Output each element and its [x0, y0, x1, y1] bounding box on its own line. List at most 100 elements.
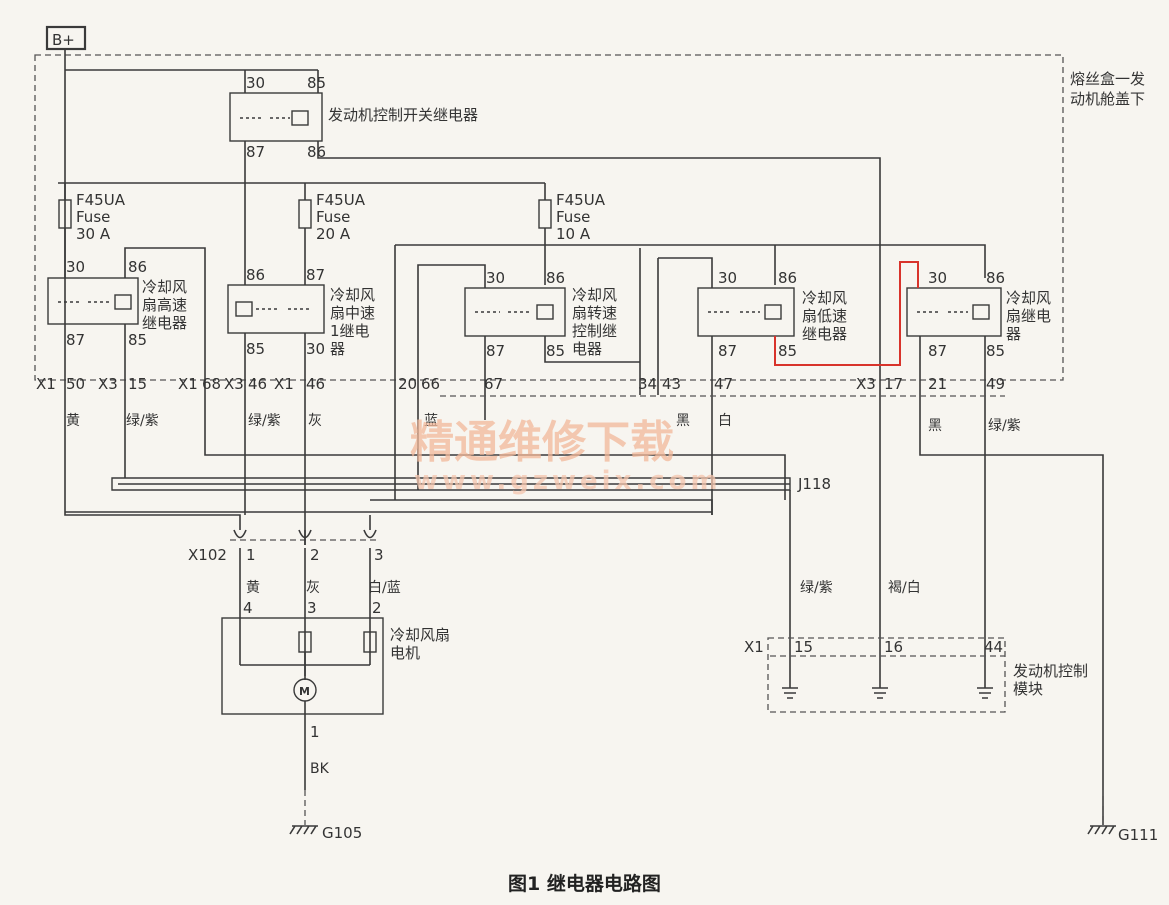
relay-3-pin-87: 87 [486, 342, 505, 360]
ecm-connector: X1 [744, 638, 764, 656]
watermark-url: www.gzweix.com [414, 466, 722, 496]
figure-caption: 图1 继电器电路图 [508, 872, 661, 895]
relay-5-30-red-wire [880, 261, 919, 366]
svg-text:20: 20 [398, 375, 417, 393]
relay-5-pin-86: 86 [986, 269, 1005, 287]
ground-g111-label: G111 [1118, 826, 1158, 844]
relay-3-label-d: 电器 [572, 340, 602, 358]
svg-text:21: 21 [928, 375, 947, 393]
x102-pin-3: 3 [374, 546, 384, 564]
svg-text:46: 46 [248, 375, 267, 393]
ground-g105-icon [289, 825, 318, 835]
ecm-label-b: 模块 [1013, 680, 1043, 698]
battery-feed [64, 49, 319, 512]
x102-pin-1: 1 [246, 546, 256, 564]
fuse-2-rating: 20 A [316, 225, 351, 243]
connector-row: X1 50 X3 15 X1 68 X3 46 X1 46 20 66 67 3… [36, 375, 1005, 393]
ecm-ground-2-icon [872, 680, 888, 699]
fuse-1-rating: 30 A [76, 225, 111, 243]
svg-text:67: 67 [484, 375, 503, 393]
svg-text:68: 68 [202, 375, 221, 393]
relay-3-label-b: 扇转速 [572, 304, 617, 322]
x102-wire-1: 黄 [246, 579, 260, 596]
relay-1-pin-86: 86 [128, 258, 147, 276]
relay-1-label-a: 冷却风 [142, 278, 187, 296]
fuse-3-name: F45UA [556, 191, 606, 209]
svg-text:黄: 黄 [66, 412, 80, 429]
ecm-pin-15: 15 [794, 638, 813, 656]
svg-text:灰: 灰 [308, 413, 322, 429]
fuse-2-type: Fuse [316, 208, 350, 226]
svg-text:46: 46 [306, 375, 325, 393]
fuse-outputs [64, 228, 986, 285]
svg-text:X1: X1 [178, 375, 198, 393]
motor-ground-pin: 1 [310, 723, 320, 741]
relay-4-label-c: 继电器 [802, 325, 847, 343]
wire-color-labels: 黄 绿/紫 绿/紫 灰 蓝 黑 白 黑 绿/紫 [66, 412, 1021, 434]
relay-4-label-b: 扇低速 [802, 307, 847, 325]
ecm-ground-3-icon [977, 680, 993, 699]
relay-3-pin-85: 85 [546, 342, 565, 360]
relay-4-pin-85: 85 [778, 342, 797, 360]
svg-text:66: 66 [421, 375, 440, 393]
relay-high-speed-box [47, 277, 139, 325]
relay-4-label-a: 冷却风 [802, 289, 847, 307]
ecm-ground-1-icon [782, 660, 798, 699]
relay-5-pin-30: 30 [928, 269, 947, 287]
fuse-bus [58, 141, 546, 200]
watermark-text: 精通维修下载 [410, 417, 674, 468]
svg-text:17: 17 [884, 375, 903, 393]
svg-text:43: 43 [662, 375, 681, 393]
svg-text:M: M [299, 685, 310, 698]
x102-wire-3: 白/蓝 [368, 580, 401, 596]
ecm-wire-2: 褐/白 [888, 580, 921, 596]
main-relay-box [229, 92, 323, 142]
ecm-pin-44: 44 [984, 638, 1003, 656]
fusebox-label-2: 动机舱盖下 [1070, 90, 1145, 108]
relay-fan-box [906, 287, 1002, 337]
relay-1-pin-30: 30 [66, 258, 85, 276]
motor-label-a: 冷却风扇 [390, 626, 450, 644]
relay-2-pin-86: 86 [246, 266, 265, 284]
svg-text:X3: X3 [98, 375, 118, 393]
x102-label: X102 [188, 546, 227, 564]
relay-3-pin-30: 30 [486, 269, 505, 287]
relay-1-pin-87: 87 [66, 331, 85, 349]
main-relay-pin-85: 85 [307, 74, 326, 92]
svg-text:黑: 黑 [928, 418, 942, 434]
fuse-3-type: Fuse [556, 208, 590, 226]
relay-2-pin-30: 30 [306, 340, 325, 358]
svg-text:15: 15 [128, 375, 147, 393]
fuse-1-name: F45UA [76, 191, 126, 209]
motor-pin-2: 2 [372, 599, 382, 617]
relay-4-pin-86: 86 [778, 269, 797, 287]
main-relay-pin-86: 86 [307, 143, 326, 161]
svg-text:蓝: 蓝 [424, 413, 438, 429]
relay-3-pin-86: 86 [546, 269, 565, 287]
motor-pin-3: 3 [307, 599, 317, 617]
fuse-3-rating: 10 A [556, 225, 591, 243]
relay-speed-control-box [464, 287, 566, 337]
ecm-wire-1: 绿/紫 [800, 580, 833, 596]
relay-3-label-a: 冷却风 [572, 286, 617, 304]
fuse-20a [298, 199, 312, 229]
svg-text:X3: X3 [224, 375, 244, 393]
svg-text:X1: X1 [274, 375, 294, 393]
fusebox-label-1: 熔丝盒一发 [1070, 70, 1145, 88]
ground-g105-label: G105 [322, 824, 362, 842]
svg-text:47: 47 [714, 375, 733, 393]
relay-mid-speed-box [227, 284, 325, 334]
svg-text:X3: X3 [856, 375, 876, 393]
x102-wire-2: 灰 [306, 580, 320, 596]
relay-4-85-red-wire [774, 336, 880, 366]
ecm-pin-16: 16 [884, 638, 903, 656]
fusebox-boundary [34, 54, 1064, 381]
relay-1-label-b: 扇高速 [142, 296, 187, 314]
relay-5-label-a: 冷却风 [1006, 289, 1051, 307]
battery-label: B+ [52, 31, 75, 49]
main-relay-pin-30: 30 [246, 74, 265, 92]
main-relay-pin-87: 87 [246, 143, 265, 161]
fuse-2-name: F45UA [316, 191, 366, 209]
fuse-10a [538, 199, 552, 229]
